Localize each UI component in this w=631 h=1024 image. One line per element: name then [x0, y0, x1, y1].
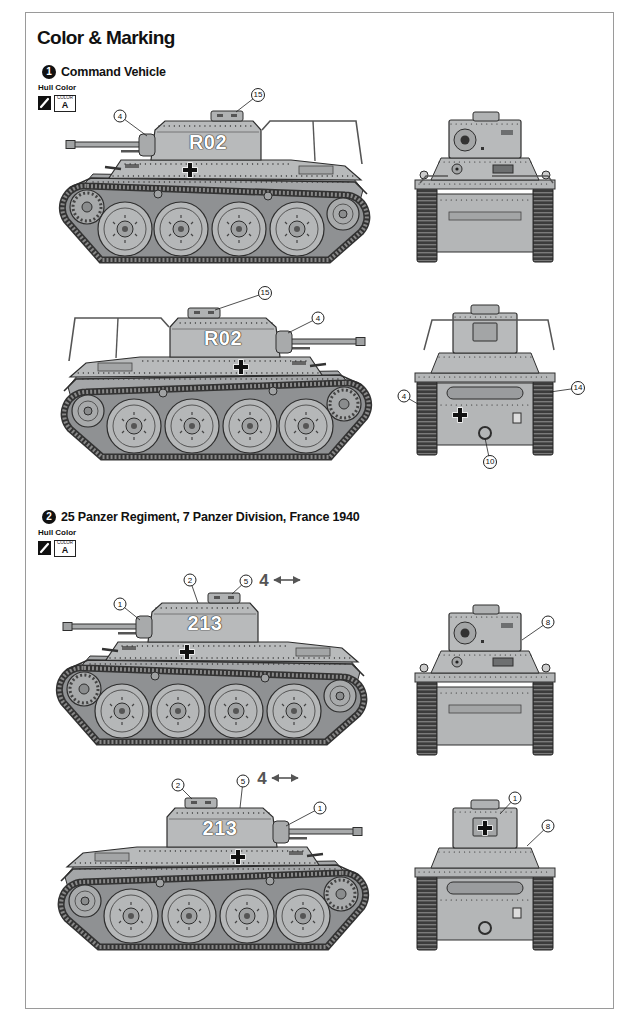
section-number: 1 — [42, 65, 56, 79]
callout-number: 15 — [251, 88, 265, 102]
callout-number: 14 — [571, 381, 585, 395]
callout-number: 15 — [258, 286, 272, 300]
callout-number: 1 — [513, 794, 517, 802]
callout-number: 2 — [172, 779, 185, 792]
callout-number: 4 — [118, 112, 122, 120]
turret-marking: 213 — [188, 613, 223, 633]
callout-number: 1 — [318, 804, 322, 812]
callout-number: 8 — [546, 618, 550, 626]
callout-number: 8 — [546, 822, 550, 830]
callout-number: 2 — [184, 574, 197, 587]
section-title: 25 Panzer Regiment, 7 Panzer Division, F… — [61, 510, 359, 524]
section-title: Command Vehicle — [61, 65, 166, 79]
color-code: A — [62, 546, 69, 555]
callout-number: 1 — [314, 802, 327, 815]
callout-number: 5 — [237, 775, 250, 788]
callout-number: 1 — [509, 792, 522, 805]
turret-marking: 213 — [203, 818, 238, 838]
section-heading: 1 Command Vehicle — [42, 65, 166, 79]
turret-number: 4 — [259, 572, 268, 589]
callout-number: 8 — [542, 616, 555, 629]
callout-number: 1 — [118, 600, 122, 608]
callout-number: 8 — [542, 820, 555, 833]
color-code-box: COLORA — [54, 540, 76, 557]
callout-number: 5 — [244, 577, 248, 585]
callout-number: 10 — [486, 458, 495, 466]
section-number: 2 — [42, 510, 56, 524]
paint-caption: Hull Color — [38, 529, 76, 537]
callout-number: 4 — [316, 314, 320, 322]
callout-number: 2 — [188, 576, 192, 584]
callout-number: 4 — [398, 390, 411, 403]
paint-caption: Hull Color — [38, 84, 76, 92]
callout-number: 4 — [114, 110, 127, 123]
callout-number: 15 — [254, 91, 263, 99]
callout-number: 2 — [176, 781, 180, 789]
callout-number: 15 — [261, 289, 270, 297]
turret-marking: R02 — [204, 328, 242, 348]
callout-number: 1 — [114, 598, 127, 611]
callout-number: 14 — [574, 384, 583, 392]
turret-number: 4 — [257, 770, 266, 787]
callout-number: 4 — [402, 392, 406, 400]
callout-number: 4 — [312, 312, 325, 325]
color-code: A — [62, 101, 69, 110]
turret-marking: R02 — [189, 132, 227, 152]
color-code-box: COLORA — [54, 95, 76, 112]
callout-number: 5 — [241, 777, 245, 785]
callout-number: 10 — [483, 455, 497, 469]
section-heading: 2 25 Panzer Regiment, 7 Panzer Division, … — [42, 510, 359, 524]
page-title: Color & Marking — [37, 27, 175, 49]
callout-number: 5 — [240, 575, 253, 588]
